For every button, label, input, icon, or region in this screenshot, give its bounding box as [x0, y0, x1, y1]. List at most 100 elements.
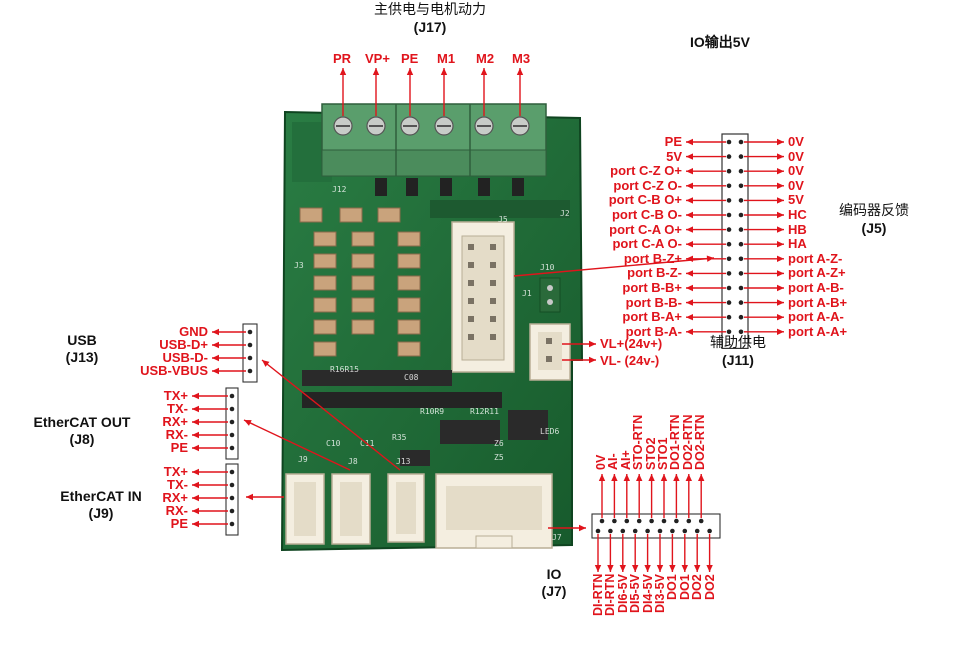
silk-r10r9: R10R9 — [420, 407, 444, 416]
j7-pin-bottom-2 — [620, 528, 626, 534]
j7-arrow-top-8-head — [698, 474, 705, 481]
j5-pin-header — [721, 133, 749, 349]
j13-pin-3 — [247, 368, 253, 374]
j5-pin-left-10 — [726, 285, 732, 291]
j5-label-left-3: port C-Z O- — [613, 177, 682, 193]
j5-pin-left-4 — [726, 198, 732, 203]
j13-pin-header — [242, 323, 258, 383]
silk-z5: Z5 — [494, 453, 504, 462]
j9-arrow-0-head — [192, 468, 199, 476]
silk-j2: J2 — [560, 209, 570, 218]
ic-chips — [302, 370, 548, 466]
j13-arrow-3-head — [212, 367, 219, 375]
j9-label-4: PE — [170, 516, 188, 531]
j5-pin-right-3 — [738, 183, 744, 189]
j7-pin-top-7 — [686, 518, 692, 524]
j5-pin-left-9 — [726, 271, 732, 276]
j7-pin-top-5 — [661, 518, 667, 524]
j5-arrow-left-13-head — [686, 328, 693, 335]
j8-pin-3 — [229, 432, 235, 438]
j5-arrow-left-5-head — [686, 211, 693, 219]
j7-pin-bottom-1 — [608, 528, 613, 534]
j7-arrow-top-0-head — [598, 474, 606, 481]
j17-title-cn: 主供电与电机动力 — [374, 2, 486, 18]
j5-label-left-10: port B-B+ — [622, 280, 682, 295]
silk-j5: J5 — [498, 215, 508, 224]
j7-arrow-bottom-2-head — [619, 565, 626, 572]
j7-label-bottom-7: DO1 — [677, 574, 692, 600]
silk-j13: J13 — [396, 457, 411, 466]
j5-pin-right-7 — [738, 241, 744, 247]
j17-arrow-2-head — [406, 68, 414, 75]
j17-ref: (J17) — [413, 19, 447, 35]
j5-pin-right-11 — [738, 300, 744, 305]
connector-j5 — [451, 221, 515, 373]
j5-arrow-right-3-head — [777, 182, 784, 189]
j7-pin-bottom-4 — [645, 528, 650, 534]
j7-arrow-bottom-9-head — [706, 565, 713, 572]
connector-j7 — [435, 473, 553, 549]
j17-title: 主供电与电机动力 (J17) — [340, 2, 520, 36]
j9-pin-0 — [229, 469, 235, 475]
j8-board-arrow-head — [244, 420, 252, 426]
silk-j7: J7 — [552, 533, 562, 542]
j7-arrow-bottom-0-head — [594, 565, 602, 572]
j7-pin-bottom-9 — [707, 528, 712, 534]
j5-arrow-left-12-head — [686, 314, 693, 321]
j7-arrow-bottom-4-head — [644, 565, 651, 572]
j8-board-arrow — [243, 419, 351, 471]
j7-arrow-top-2-head — [623, 474, 630, 481]
j5-arrow-right-2-head — [777, 168, 784, 175]
j5-pin-right-6 — [738, 227, 744, 232]
j5-label-left-13: port B-A- — [625, 323, 682, 339]
j7-title: IO (J7) — [532, 566, 576, 600]
j5-pin-right-4 — [738, 198, 744, 203]
j9-pin-header — [225, 463, 239, 536]
j8-label-2: RX+ — [162, 414, 188, 429]
j5-label-right-4: 5V — [788, 192, 804, 208]
j13-arrow-2-head — [212, 354, 219, 362]
j9-title: EtherCAT IN (J9) — [46, 488, 156, 522]
silk-led6: LED6 — [540, 427, 559, 436]
j5-pin-left-1 — [726, 154, 732, 159]
j5-arrow-right-13-head — [777, 328, 784, 335]
j8-arrow-0-head — [192, 392, 199, 400]
silk-j12: J12 — [332, 185, 347, 194]
j5-pin-left-13 — [726, 329, 732, 335]
j13-title-text: USB — [67, 332, 97, 348]
j5-label-left-4: port C-B O+ — [608, 192, 682, 208]
j8-pin-2 — [229, 419, 235, 425]
j5-label-right-9: port A-Z+ — [788, 265, 846, 281]
j5-label-right-0: 0V — [788, 134, 804, 149]
j8-arrow-3-head — [192, 431, 199, 439]
j7-label-top-1: AI- — [606, 453, 621, 470]
j7-pin-bottom-8 — [694, 528, 700, 534]
j5-arrow-right-12-head — [777, 314, 784, 321]
j5-arrow-right-10-head — [777, 284, 784, 292]
j11-ref: (J11) — [722, 352, 754, 368]
pin-header-j2 — [430, 200, 570, 218]
j5-arrow-left-10-head — [686, 284, 693, 292]
j7-board-arrow-head — [579, 524, 586, 532]
j7-pin-top-4 — [649, 518, 654, 524]
j13-label-2: USB-D- — [162, 350, 209, 365]
j5-arrow-right-1-head — [777, 153, 784, 160]
j8-pin-header — [225, 387, 239, 460]
j7-label-bottom-1: DI-RTN — [603, 573, 618, 616]
j5-arrow-right-11-head — [777, 299, 784, 306]
j5-arrow-right-4-head — [777, 197, 784, 204]
j11-arrow-1-head — [589, 356, 596, 364]
j5-pin-left-12 — [726, 314, 732, 320]
j5-label-right-7: HA — [788, 236, 807, 252]
j5-label-left-1: 5V — [666, 148, 682, 164]
j5-ref: (J5) — [861, 220, 887, 236]
j8-pin-0 — [229, 393, 235, 399]
j5-label-right-8: port A-Z- — [788, 250, 843, 266]
j5-io-title: IO输出5V — [690, 34, 750, 51]
j5-arrow-left-7-head — [686, 241, 693, 248]
j13-label-1: USB-D+ — [159, 337, 208, 352]
j9-title-text: EtherCAT IN — [60, 488, 142, 504]
j9-arrow-1-head — [192, 481, 199, 489]
j5-arrow-left-6-head — [686, 226, 693, 233]
j5-pin-right-13 — [738, 329, 744, 335]
